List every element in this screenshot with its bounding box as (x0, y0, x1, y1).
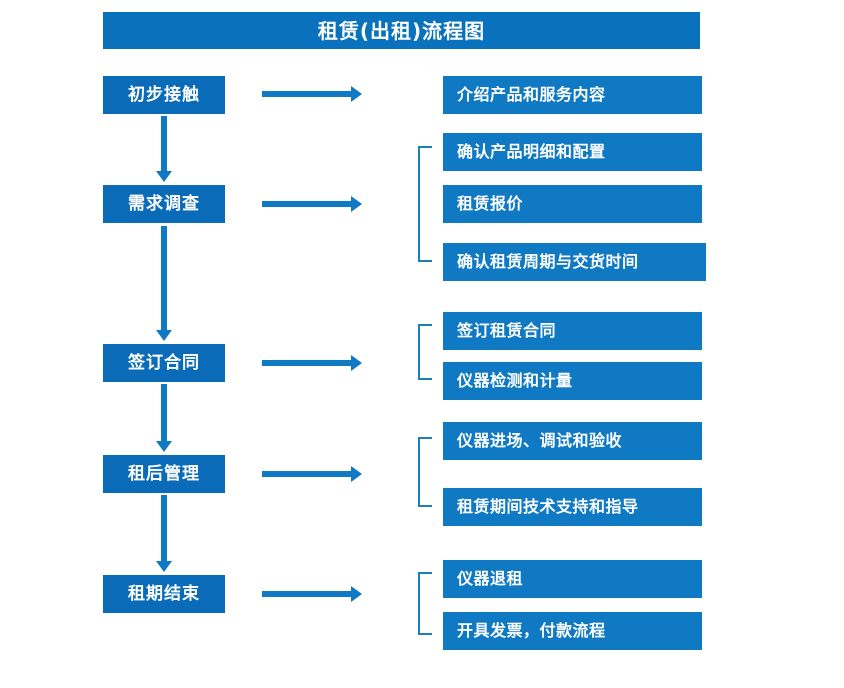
arrow-shaft (262, 471, 351, 477)
arrow-head-down-icon (156, 441, 172, 452)
detail-label-1: 介绍产品和服务内容 (457, 85, 606, 104)
arrow-head-right-icon (351, 86, 362, 102)
arrow-shaft (262, 201, 351, 207)
detail-box-5[interactable]: 签订租赁合同 (443, 312, 702, 350)
vertical-arrow-4 (156, 495, 172, 572)
detail-box-6[interactable]: 仪器检测和计量 (443, 362, 702, 400)
arrow-head-right-icon (351, 196, 362, 212)
detail-box-4[interactable]: 确认租赁周期与交货时间 (443, 243, 706, 281)
vertical-arrow-1 (156, 116, 172, 182)
detail-label-3: 租赁报价 (457, 194, 524, 213)
horizontal-arrow-4 (262, 466, 362, 482)
detail-box-9[interactable]: 仪器退租 (443, 560, 702, 598)
detail-box-1[interactable]: 介绍产品和服务内容 (443, 76, 702, 114)
arrow-shaft (161, 116, 167, 171)
arrow-head-right-icon (351, 466, 362, 482)
arrow-shaft (161, 495, 167, 561)
diagram-title: 租赁(出租)流程图 (317, 18, 486, 43)
detail-label-2: 确认产品明细和配置 (457, 142, 606, 161)
arrow-shaft (262, 91, 351, 97)
detail-label-5: 签订租赁合同 (457, 321, 557, 340)
detail-box-7[interactable]: 仪器进场、调试和验收 (443, 422, 702, 460)
arrow-head-right-icon (351, 586, 362, 602)
arrow-head-right-icon (351, 355, 362, 371)
detail-label-10: 开具发票，付款流程 (457, 621, 606, 640)
arrow-head-down-icon (156, 330, 172, 341)
stage-label-5: 租期结束 (128, 583, 200, 604)
detail-label-6: 仪器检测和计量 (457, 371, 573, 390)
detail-label-9: 仪器退租 (457, 569, 524, 588)
horizontal-arrow-5 (262, 586, 362, 602)
arrow-shaft (161, 226, 167, 330)
detail-box-2[interactable]: 确认产品明细和配置 (443, 133, 702, 171)
diagram-title-bar: 租赁(出租)流程图 (103, 12, 700, 49)
group-bracket-2 (418, 324, 432, 380)
horizontal-arrow-2 (262, 196, 362, 212)
detail-label-4: 确认租赁周期与交货时间 (457, 252, 639, 271)
detail-box-3[interactable]: 租赁报价 (443, 185, 702, 223)
arrow-shaft (262, 591, 351, 597)
stage-box-4[interactable]: 租后管理 (103, 455, 225, 493)
stage-label-3: 签订合同 (128, 352, 200, 373)
arrow-shaft (161, 384, 167, 441)
vertical-arrow-2 (156, 226, 172, 341)
group-bracket-3 (418, 437, 432, 507)
stage-box-1[interactable]: 初步接触 (103, 76, 225, 114)
stage-label-1: 初步接触 (128, 84, 200, 105)
horizontal-arrow-1 (262, 86, 362, 102)
stage-label-4: 租后管理 (128, 463, 200, 484)
stage-box-5[interactable]: 租期结束 (103, 575, 225, 613)
detail-label-7: 仪器进场、调试和验收 (457, 431, 623, 450)
group-bracket-4 (418, 572, 432, 635)
vertical-arrow-3 (156, 384, 172, 452)
group-bracket-1 (418, 146, 432, 262)
stage-box-3[interactable]: 签订合同 (103, 344, 225, 382)
arrow-head-down-icon (156, 561, 172, 572)
stage-box-2[interactable]: 需求调查 (103, 185, 225, 223)
stage-label-2: 需求调查 (128, 193, 200, 214)
horizontal-arrow-3 (262, 355, 362, 371)
detail-box-8[interactable]: 租赁期间技术支持和指导 (443, 488, 702, 526)
detail-label-8: 租赁期间技术支持和指导 (457, 497, 639, 516)
detail-box-10[interactable]: 开具发票，付款流程 (443, 612, 702, 650)
arrow-shaft (262, 360, 351, 366)
arrow-head-down-icon (156, 171, 172, 182)
